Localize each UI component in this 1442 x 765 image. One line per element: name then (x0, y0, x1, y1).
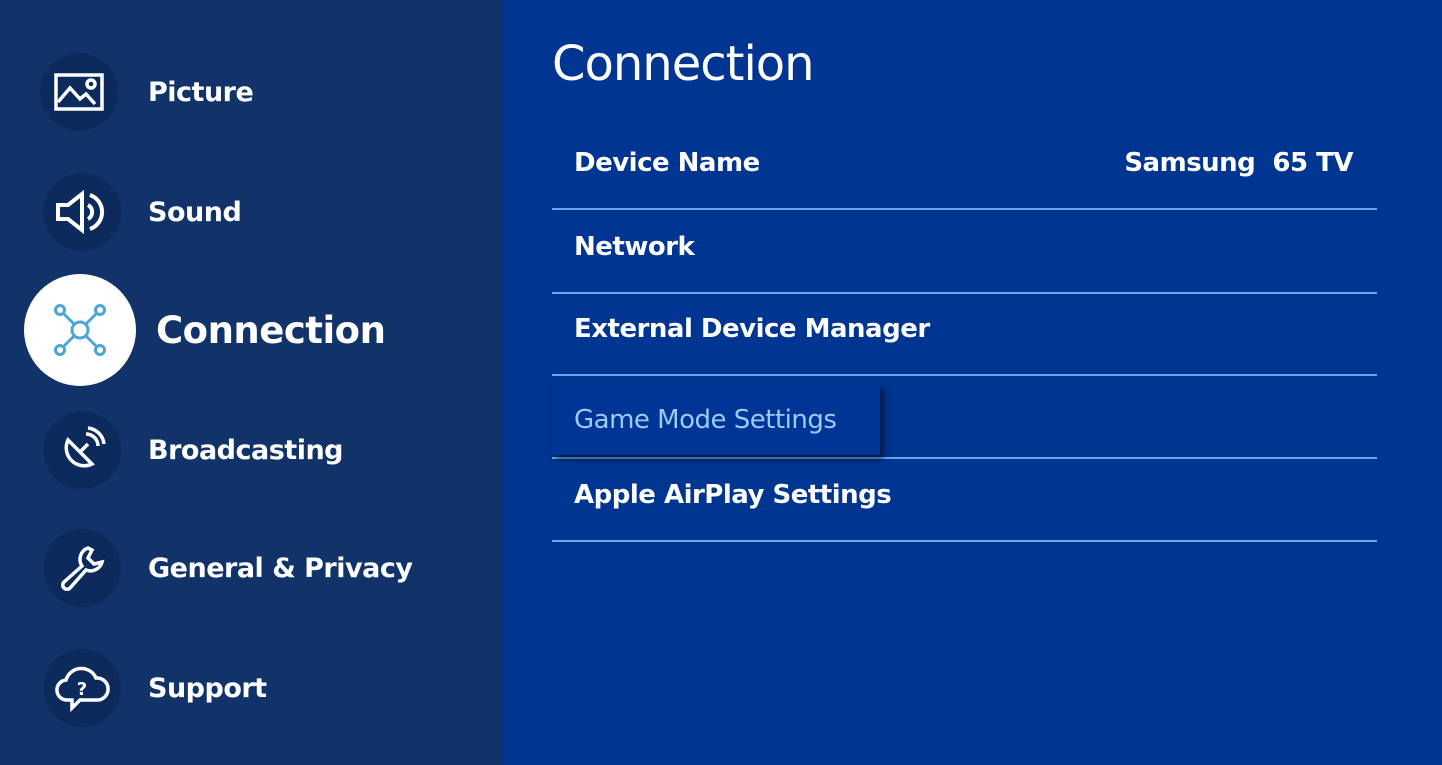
menu-item-label: Game Mode Settings (574, 405, 837, 435)
menu-item-apple-airplay-settings[interactable]: Apple AirPlay Settings (552, 458, 1377, 542)
sound-icon (43, 173, 121, 251)
sidebar-item-picture[interactable]: Picture (0, 52, 500, 132)
sidebar-item-label: Sound (148, 196, 242, 228)
broadcasting-icon (43, 411, 121, 489)
connection-icon (24, 274, 136, 386)
connection-panel: Connection Device Name Samsung 65 TV Net… (502, 0, 1442, 765)
sidebar: Picture Sound Connection Broadcasting Ge… (0, 0, 502, 765)
sidebar-item-connection[interactable]: Connection (0, 274, 500, 386)
menu-item-label: Network (574, 232, 695, 262)
menu-item-game-mode-settings[interactable]: Game Mode Settings (552, 375, 1377, 459)
page-title: Connection (552, 36, 815, 92)
wrench-icon (43, 529, 121, 607)
sidebar-item-label: Broadcasting (148, 434, 344, 466)
sidebar-item-label: Support (148, 672, 267, 704)
menu-item-label: Device Name (574, 148, 760, 178)
sidebar-item-label: General & Privacy (148, 552, 413, 584)
focus-highlight (552, 385, 880, 455)
support-icon: ? (43, 649, 121, 727)
sidebar-item-label: Picture (148, 76, 254, 108)
menu-item-external-device-manager[interactable]: External Device Manager (552, 292, 1377, 376)
menu-item-label: External Device Manager (574, 314, 930, 344)
sidebar-item-support[interactable]: ? Support (0, 648, 500, 728)
menu-item-network[interactable]: Network (552, 210, 1377, 294)
sidebar-item-label: Connection (156, 308, 386, 352)
svg-text:?: ? (77, 679, 87, 700)
sidebar-item-general-privacy[interactable]: General & Privacy (0, 528, 500, 608)
sidebar-item-sound[interactable]: Sound (0, 172, 500, 252)
menu-item-device-name[interactable]: Device Name Samsung 65 TV (552, 126, 1377, 210)
sidebar-item-broadcasting[interactable]: Broadcasting (0, 410, 500, 490)
menu-item-label: Apple AirPlay Settings (574, 480, 892, 510)
picture-icon (40, 53, 118, 131)
device-name-value: Samsung 65 TV (1124, 148, 1353, 178)
